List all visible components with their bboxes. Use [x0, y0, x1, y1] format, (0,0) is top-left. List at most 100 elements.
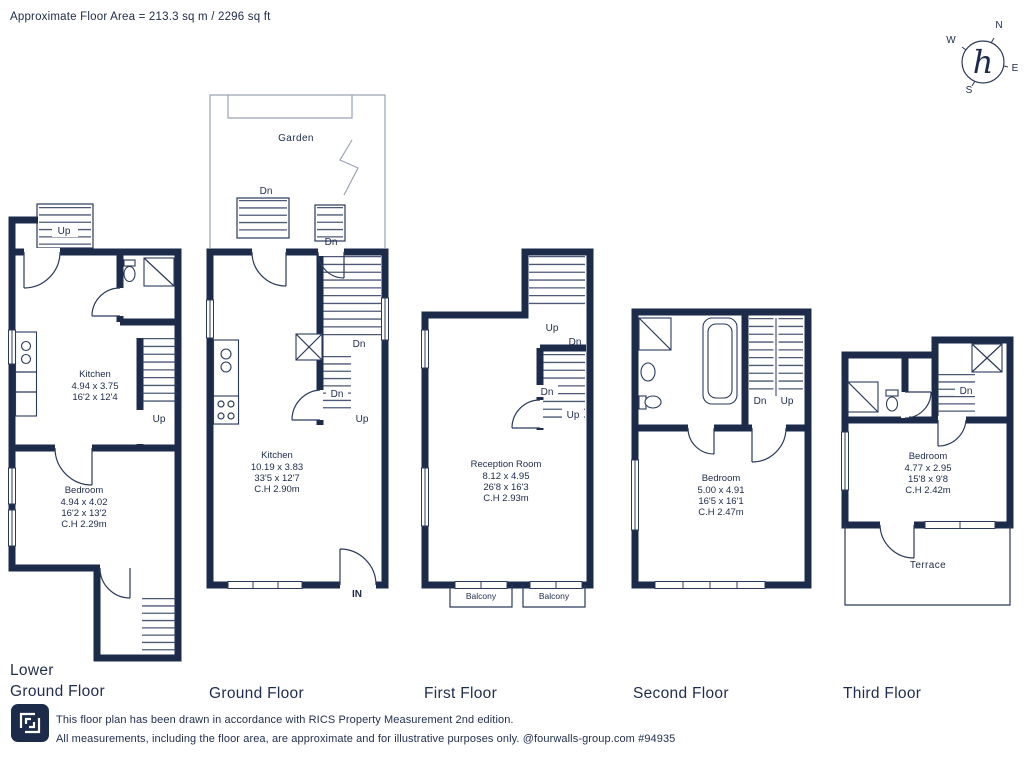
entry-stairs-outline: [36, 203, 94, 249]
balconies: Balcony Balcony: [449, 585, 586, 608]
first-floor-plan: Up Dn Dn Up Balcony Balcony Reception Ro…: [421, 248, 594, 608]
storage-box-icon: [971, 343, 1003, 373]
room-ceiling-height: C.H 2.42m: [905, 485, 950, 496]
compass-west-label: W: [946, 35, 956, 46]
floor-title-second: Second Floor: [633, 685, 729, 702]
terrace-area: Terrace: [844, 525, 1011, 606]
stair-label-up: Up: [781, 396, 794, 407]
room-name: Kitchen: [79, 369, 111, 380]
door-arcs: [687, 427, 787, 463]
compass-east-label: E: [1012, 63, 1019, 74]
stair-label-dn: Dn: [569, 337, 582, 348]
toilet-icon: [123, 259, 136, 283]
room-dim-imperial: 16'5 x 16'1: [698, 496, 743, 507]
floor-title-line: Ground Floor: [10, 683, 105, 700]
brand-logo-icon: [10, 703, 50, 743]
garden-area: Garden Dn: [209, 94, 386, 248]
room-ceiling-height: C.H 2.47m: [698, 507, 743, 518]
room-ceiling-height: C.H 2.29m: [61, 519, 106, 530]
windows: [841, 431, 996, 529]
floor-title-line: Lower: [10, 662, 54, 679]
room-name: Bedroom: [65, 485, 104, 496]
disclaimer-line-1: This floor plan has been drawn in accord…: [56, 714, 514, 726]
floor-title-ground: Ground Floor: [209, 685, 304, 702]
room-dim-metric: 10.19 x 3.83: [251, 462, 303, 473]
lower-ground-vault-wall: [8, 216, 38, 250]
stair-label-dn: Dn: [353, 339, 366, 350]
stair-label-dn: Dn: [331, 389, 344, 400]
room-name: Bedroom: [909, 451, 948, 462]
stair-label-dn: Dn: [541, 387, 554, 398]
room-dim-metric: 8.12 x 4.95: [482, 471, 529, 482]
garden-steps-outline: [236, 197, 290, 239]
balcony-label: Balcony: [466, 591, 497, 601]
third-floor-plan: Dn Terrace: [841, 336, 1014, 606]
room-name: Kitchen: [261, 450, 293, 461]
room-name: Bedroom: [702, 473, 741, 484]
ground-floor-plan: Garden Dn: [206, 94, 389, 600]
balcony-label: Balcony: [539, 591, 570, 601]
floor-title-third: Third Floor: [843, 685, 922, 702]
kitchen-counter: [14, 331, 38, 417]
room-ceiling-height: C.H 2.93m: [483, 493, 528, 504]
disclaimer-line-2: All measurements, including the floor ar…: [56, 733, 676, 745]
room-dim-imperial: 16'2 x 13'2: [61, 508, 106, 519]
stove-icon: [212, 395, 240, 425]
door-arcs: [879, 391, 967, 559]
door-gaps: [252, 248, 376, 589]
flue-box-icon: [295, 333, 323, 361]
stair-label-dn: Dn: [754, 396, 767, 407]
garden-label: Garden: [278, 133, 314, 144]
lower-ground-outer-walls: [8, 248, 182, 662]
stair-label-up: Up: [567, 410, 580, 421]
room-name: Reception Room: [471, 459, 542, 470]
stair-label-dn: Dn: [260, 186, 273, 197]
sink-icon: [220, 361, 232, 373]
windows: [631, 459, 766, 589]
kitchen-fixtures: [212, 333, 323, 425]
door-gaps: [880, 392, 966, 529]
stair-label-dn: Dn: [325, 237, 338, 248]
stair-label-dn: Dn: [960, 386, 973, 397]
compass-north-label: N: [995, 20, 1002, 31]
floor-area-summary: Approximate Floor Area = 213.3 sq m / 22…: [10, 11, 271, 23]
room-dim-imperial: 16'2 x 12'4: [72, 392, 117, 403]
compass-ticks: [961, 37, 1009, 87]
stair-label-up: Up: [58, 226, 71, 237]
shower-icon: [847, 381, 879, 413]
compass-icon: h N W E S: [946, 20, 1018, 96]
garden-steps2-outline: [314, 204, 346, 242]
brand-monogram: h: [973, 43, 994, 81]
bathtub-icon: [702, 317, 738, 405]
floor-title-lower-ground: Lower Ground Floor: [10, 660, 105, 702]
door-gaps: [688, 424, 786, 432]
floor-title-first: First Floor: [424, 685, 498, 702]
sink-icon: [220, 348, 232, 360]
windows: [206, 297, 389, 589]
toilet-icon: [638, 395, 662, 410]
sink-icon: [20, 353, 32, 365]
compass-south-label: S: [966, 85, 973, 96]
room-dim-imperial: 15'8 x 9'8: [908, 474, 948, 485]
terrace-label: Terrace: [910, 560, 946, 571]
room-dim-metric: 5.00 x 4.91: [697, 485, 744, 496]
room-dim-imperial: 26'8 x 16'3: [483, 482, 528, 493]
room-ceiling-height: C.H 2.90m: [254, 484, 299, 495]
toilet-icon: [885, 389, 899, 412]
shower-icon: [638, 317, 672, 351]
sink-icon: [640, 362, 656, 382]
first-outer-walls: [421, 248, 594, 589]
room-dim-metric: 4.94 x 4.02: [60, 497, 107, 508]
room-dim-metric: 4.94 x 3.75: [71, 381, 118, 392]
stair-label-up: Up: [546, 323, 559, 334]
room-dim-imperial: 33'5 x 12'7: [254, 473, 299, 484]
door-arcs: [23, 251, 131, 599]
lower-ground-plan: Up: [8, 203, 182, 662]
sink-icon: [20, 340, 32, 352]
door-arc: [511, 399, 541, 429]
shower-icon: [143, 257, 175, 287]
windows: [421, 329, 583, 589]
stair-label-up: Up: [153, 414, 166, 425]
